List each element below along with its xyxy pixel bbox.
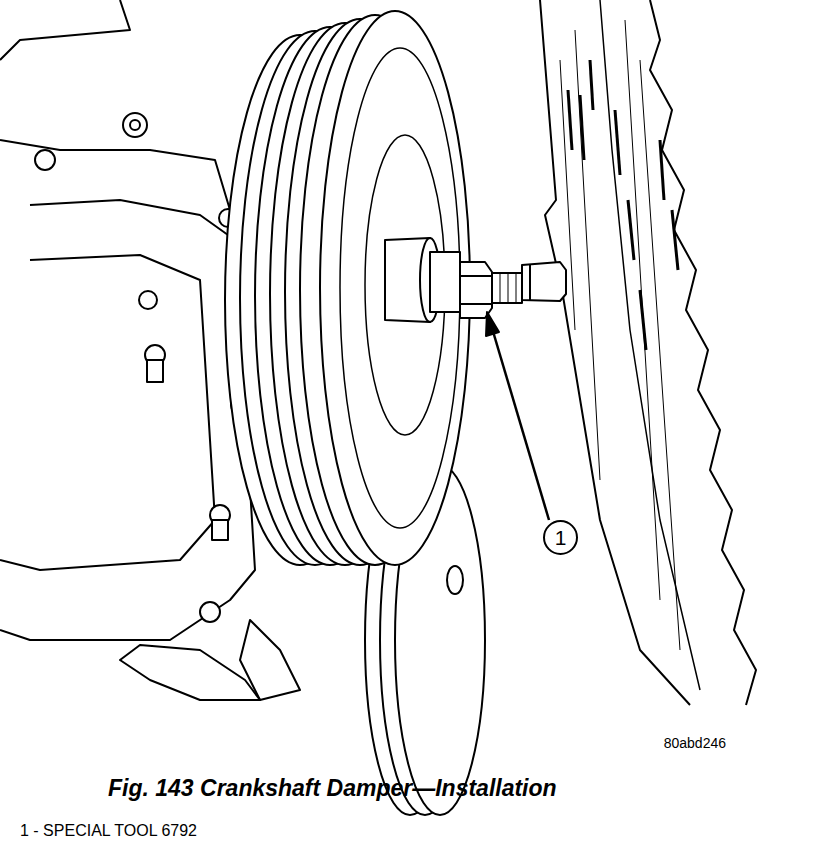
callout-circle: 1 — [543, 520, 578, 555]
special-tool — [385, 238, 566, 322]
radiator — [540, 0, 756, 705]
figure-code: 80abd246 — [664, 735, 726, 751]
callout-number: 1 — [555, 527, 567, 548]
figure-caption: Fig. 143 Crankshaft Damper—Installation — [108, 775, 557, 802]
crankshaft-damper — [225, 11, 470, 565]
leader-arrow — [486, 312, 549, 520]
legend-note: 1 - SPECIAL TOOL 6792 — [20, 822, 197, 840]
